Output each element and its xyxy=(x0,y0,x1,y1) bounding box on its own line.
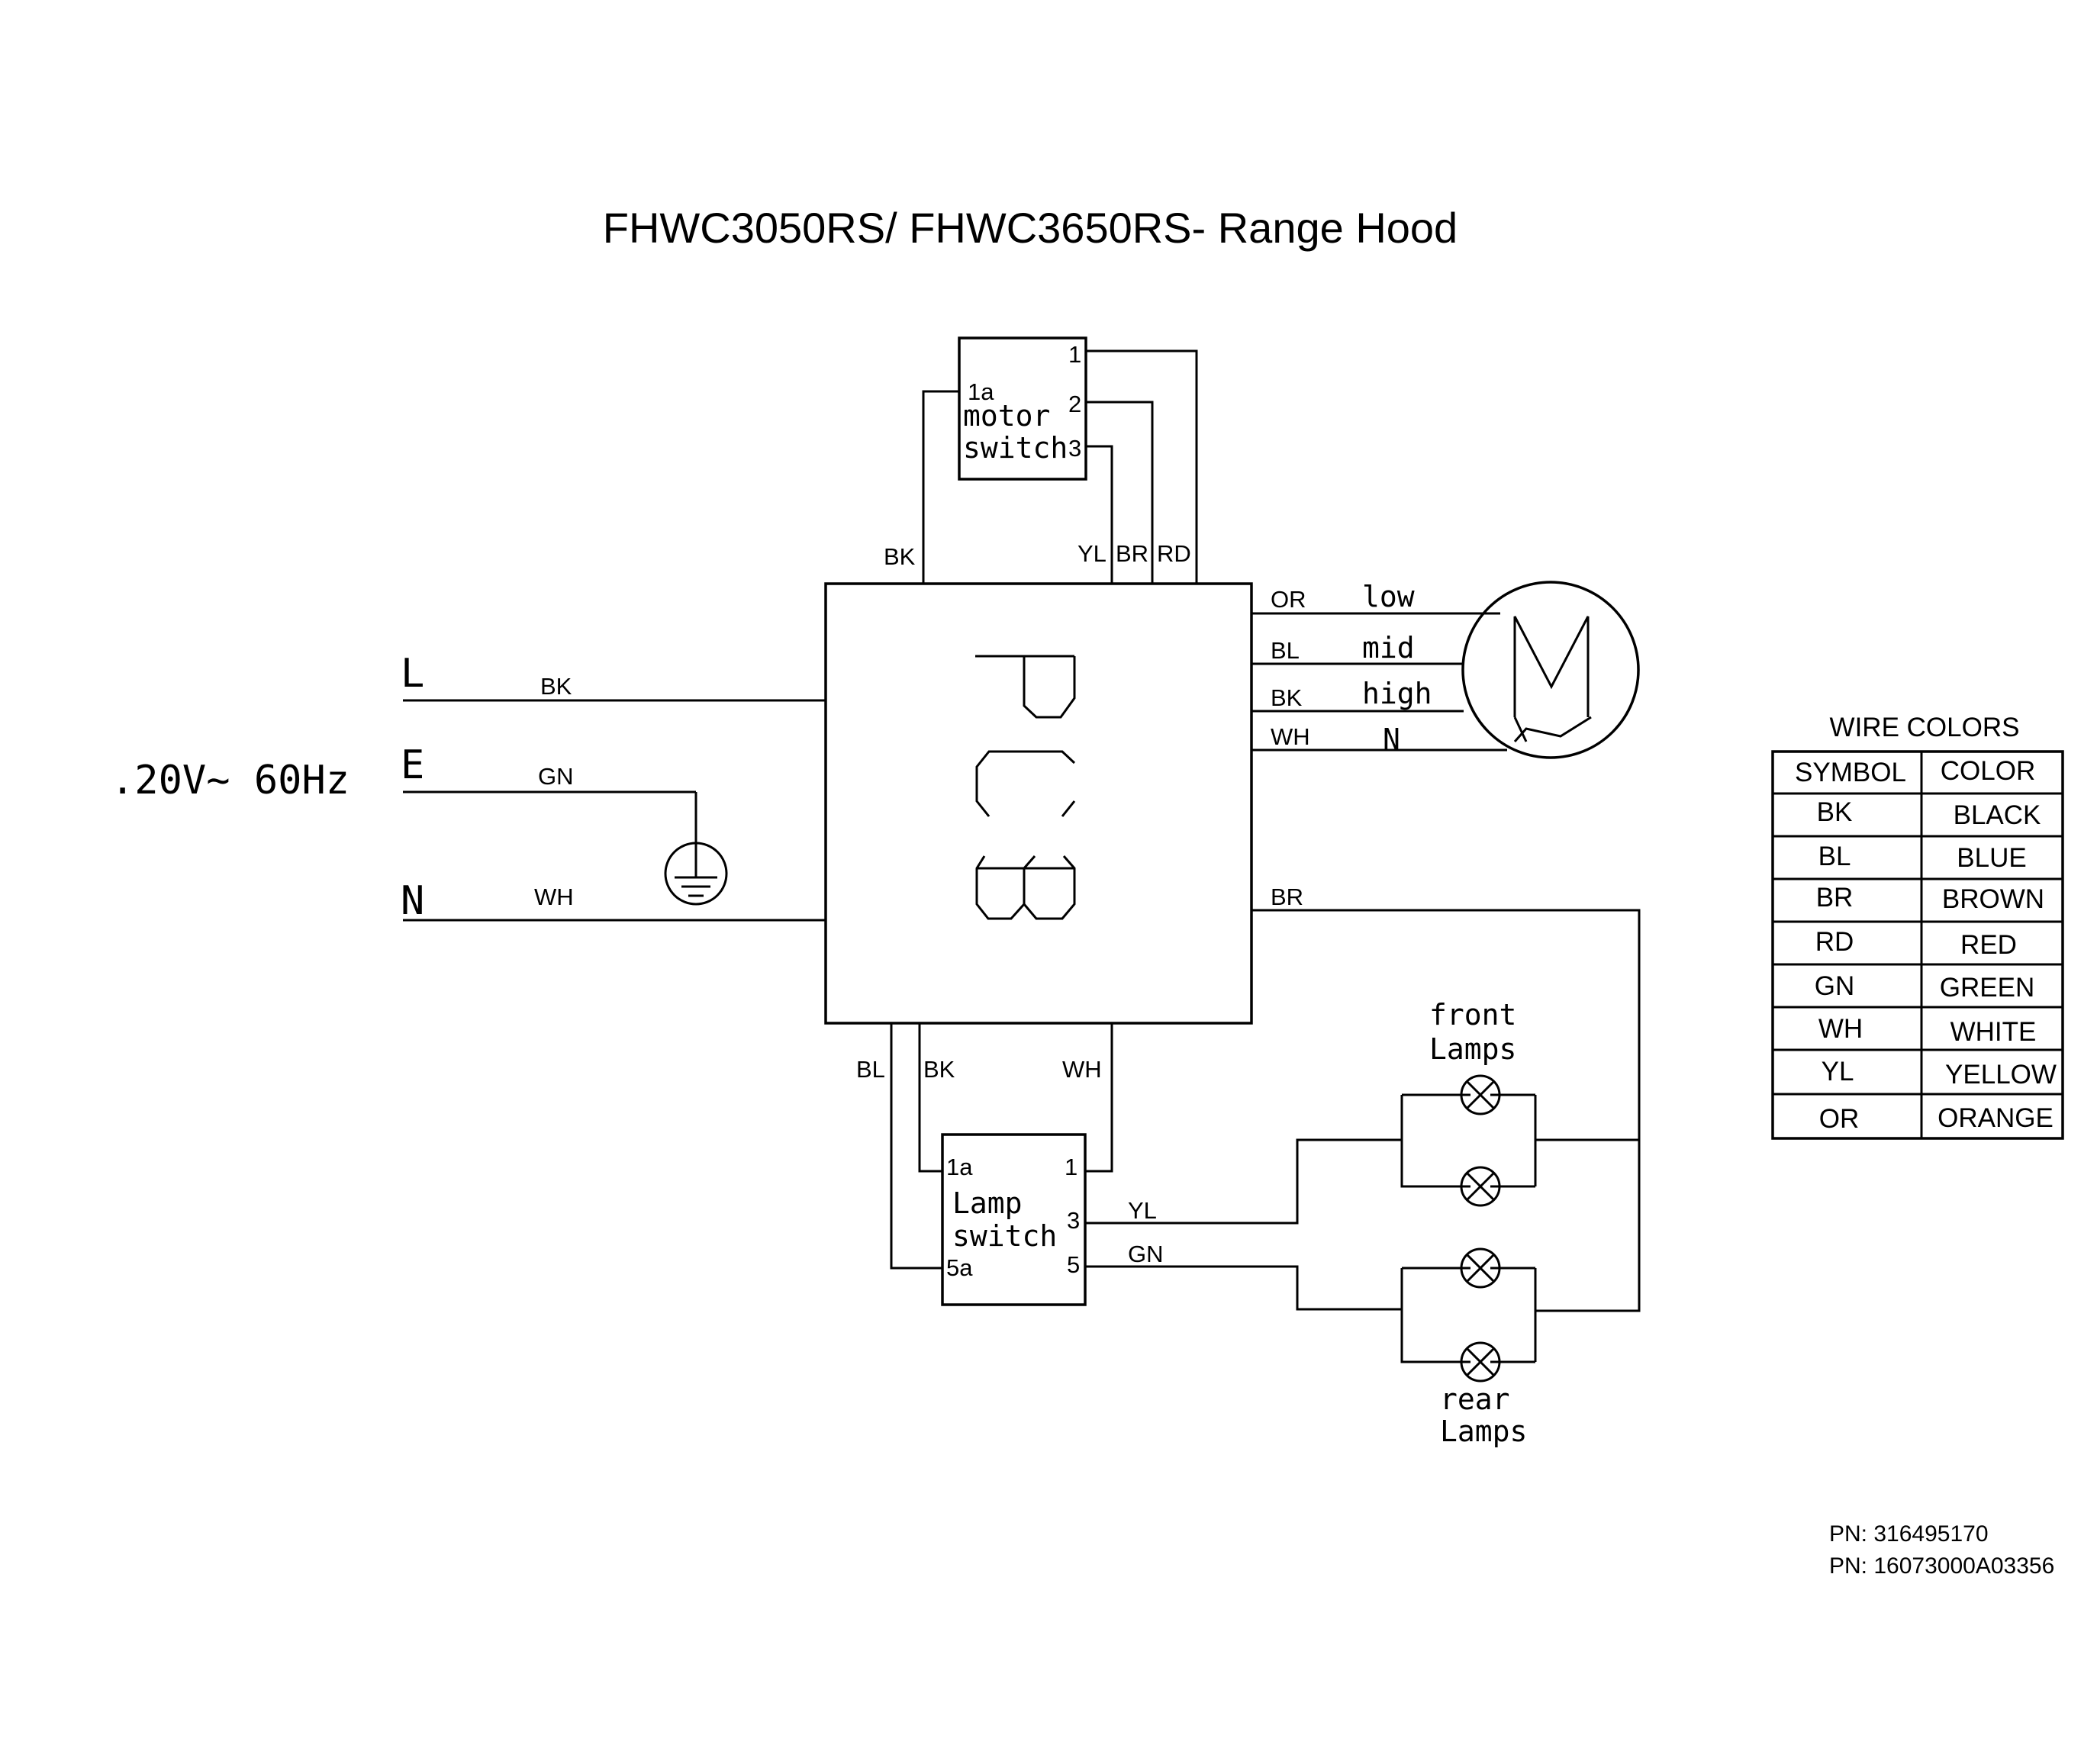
lamp-icon xyxy=(1460,1074,1501,1115)
wire-colors-color: GREEN xyxy=(1940,973,2034,1003)
line-letter-e: E xyxy=(401,742,424,788)
lamp-switch: 1a 1 Lamp switch 3 5 5a xyxy=(941,1133,1087,1306)
lamp-switch-pin-1a: 1a xyxy=(946,1154,973,1180)
wire-label-motor-yl: YL xyxy=(1077,540,1106,567)
voltage-label: .20V~ 60Hz xyxy=(111,758,350,803)
motor-switch-label-line2: switch xyxy=(963,431,1068,465)
wire-label-lamp-wh: WH xyxy=(1062,1056,1102,1083)
wire-label-motor-br: BR xyxy=(1116,540,1148,567)
ground-icon xyxy=(664,842,728,906)
line-letter-n: N xyxy=(401,878,424,924)
rear-lamps-label-line2: Lamps xyxy=(1440,1415,1527,1448)
motor-speed-high: high xyxy=(1362,677,1432,710)
wire-colors-symbol: GN xyxy=(1815,971,1855,1001)
motor-icon xyxy=(1461,581,1640,759)
lamp-switch-label-line1: Lamp xyxy=(952,1186,1023,1220)
lamp-switch-pin-5: 5 xyxy=(1067,1251,1080,1278)
wire-colors-symbol: BR xyxy=(1816,883,1854,913)
wire-colors-color: BLACK xyxy=(1954,800,2041,830)
wire-colors-header-color: COLOR xyxy=(1941,756,2035,786)
wire-colors-symbol: OR xyxy=(1819,1104,1860,1134)
wire-colors-legend: WIRE COLORS SYMBOL COLOR BK BLACK BL BLU… xyxy=(1771,713,2064,1140)
power-supply: .20V~ 60Hz L BK E GN N WH xyxy=(111,651,826,924)
front-lamps-label-line2: Lamps xyxy=(1429,1032,1516,1066)
wire-label-e: GN xyxy=(538,763,574,790)
wire-colors-color: WHITE xyxy=(1950,1017,2037,1047)
motor-speed-n: N xyxy=(1383,723,1400,756)
motor-switch-pin-1: 1 xyxy=(1068,341,1081,368)
lamp-switch-pin-3: 3 xyxy=(1067,1207,1080,1234)
lamp-switch-pin-1: 1 xyxy=(1065,1154,1077,1180)
lamp-icon xyxy=(1460,1166,1501,1207)
wire-label-motor-rd: RD xyxy=(1157,540,1191,567)
wire-colors-symbol: RD xyxy=(1815,927,1854,957)
motor-switch-pin-2: 2 xyxy=(1068,391,1081,417)
wire-colors-symbol: YL xyxy=(1822,1057,1854,1086)
motor-wire-label-bl: BL xyxy=(1271,637,1300,664)
wire-label-lamp-bl: BL xyxy=(856,1056,885,1083)
pcb-board xyxy=(824,582,1253,1025)
wire-label-n: WH xyxy=(534,884,574,910)
lamp-switch-wires: BL BK WH YL GN xyxy=(856,1023,1402,1311)
motor: OR BL BK WH low mid high N xyxy=(1251,580,1640,759)
wire-label-pcb-br: BR xyxy=(1271,884,1303,910)
wire-label-lamp-gn: GN xyxy=(1128,1241,1164,1267)
wire-colors-symbol: BL xyxy=(1818,842,1851,871)
lamp-switch-pin-5a: 5a xyxy=(946,1254,973,1281)
motor-wire-label-or: OR xyxy=(1271,586,1306,613)
motor-switch-pin-1a: 1a xyxy=(968,378,994,405)
line-letter-l: L xyxy=(401,651,424,697)
wire-label-lamp-yl: YL xyxy=(1128,1197,1157,1224)
motor-wire-label-bk: BK xyxy=(1271,684,1303,711)
lamp-common-wire: BR xyxy=(1251,884,1641,1312)
wire-colors-color: YELLOW xyxy=(1945,1060,2057,1090)
motor-speed-mid: mid xyxy=(1362,631,1415,665)
wire-colors-color: ORANGE xyxy=(1938,1103,2054,1133)
front-lamps-label-line1: front xyxy=(1429,998,1516,1032)
wire-colors-color: BLUE xyxy=(1957,843,2026,873)
motor-wire-label-wh: WH xyxy=(1271,723,1310,750)
wire-label-lamp-bk: BK xyxy=(923,1056,955,1083)
front-lamps: front Lamps xyxy=(1400,998,1537,1207)
part-number-1: PN: 316495170 xyxy=(1829,1521,1989,1547)
rear-lamps-label-line1: rear xyxy=(1440,1383,1510,1416)
lamp-icon xyxy=(1460,1247,1501,1289)
wire-colors-color: RED xyxy=(1960,930,2017,960)
wire-label-l: BK xyxy=(540,673,572,700)
diagram-title: FHWC3050RS/ FHWC3650RS- Range Hood xyxy=(603,204,1458,252)
wire-label-motor-bk: BK xyxy=(884,543,916,570)
lamp-icon xyxy=(1460,1341,1501,1383)
motor-speed-low: low xyxy=(1362,580,1415,613)
wire-colors-symbol: BK xyxy=(1817,797,1853,827)
motor-switch-pin-3: 3 xyxy=(1068,435,1081,462)
motor-switch: 1a motor switch 1 2 3 xyxy=(958,336,1087,481)
wire-colors-header-symbol: SYMBOL xyxy=(1795,758,1906,787)
pcb-label-glyph xyxy=(975,655,1076,920)
rear-lamps: rear Lamps xyxy=(1400,1247,1537,1448)
part-number-2: PN: 16073000A03356 xyxy=(1829,1553,2054,1579)
wire-colors-caption: WIRE COLORS xyxy=(1830,713,2020,742)
motor-switch-wires: BK YL BR RD xyxy=(884,349,1198,584)
wire-colors-symbol: WH xyxy=(1818,1014,1863,1044)
lamp-switch-label-line2: switch xyxy=(952,1219,1057,1253)
motor-switch-label-line1: motor xyxy=(963,399,1050,433)
wire-colors-color: BROWN xyxy=(1942,884,2044,914)
